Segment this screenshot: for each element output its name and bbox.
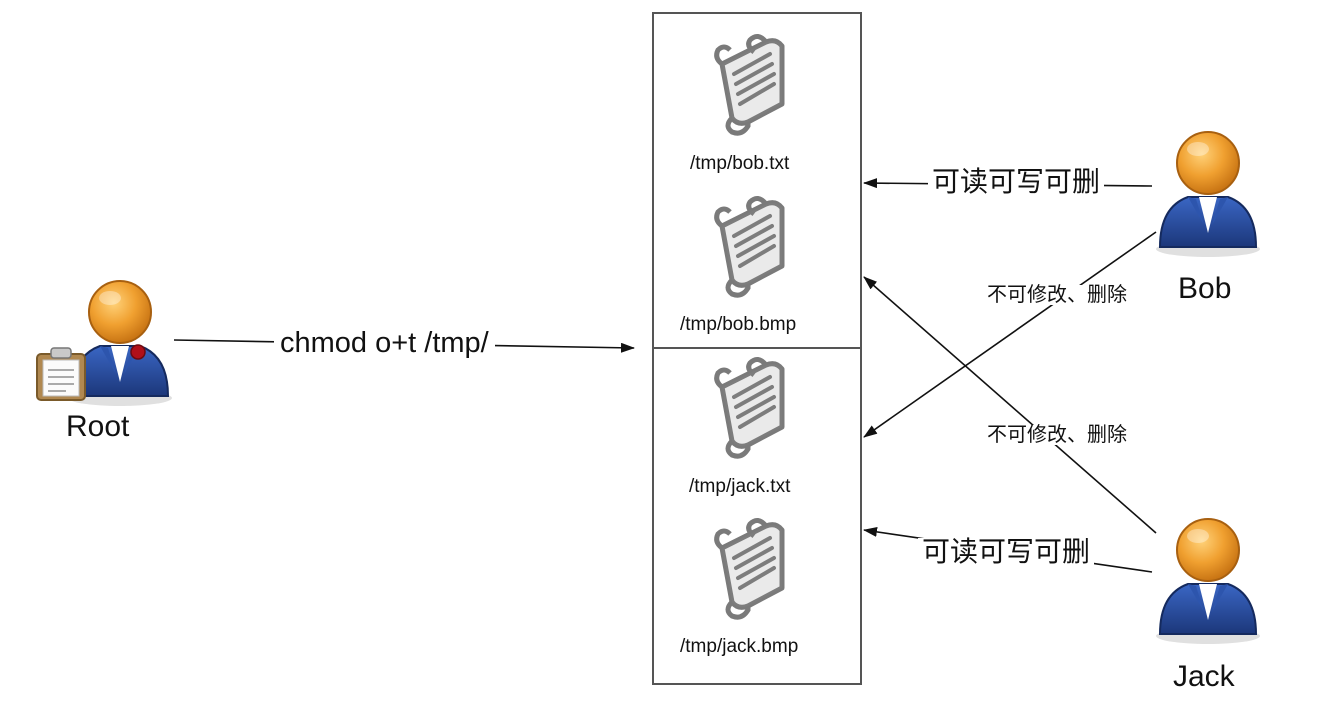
jack-own-permission: 可读可写可删 <box>918 538 1095 566</box>
file-bob-txt: /tmp/bob.txt <box>690 153 790 174</box>
file-bob-bmp: /tmp/bob.bmp <box>680 314 797 335</box>
clipboard-icon <box>36 347 86 401</box>
bob-to-jack-permission: 不可修改、删除 <box>984 285 1130 305</box>
bob-to-jack-arrow <box>863 231 1157 438</box>
bob-own-permission: 可读可写可删 <box>928 168 1105 196</box>
bob-person-icon <box>1155 131 1261 258</box>
jack-label: Jack <box>1173 660 1235 693</box>
bob-label: Bob <box>1178 272 1232 305</box>
root-label: Root <box>66 410 130 443</box>
jack-person-icon <box>1155 518 1261 645</box>
root-person-icon <box>36 280 173 407</box>
file-jack-txt: /tmp/jack.txt <box>689 476 791 497</box>
chmod-command-label: chmod o+t /tmp/ <box>274 329 495 358</box>
jack-to-bob-permission: 不可修改、删除 <box>984 425 1130 445</box>
file-jack-bmp: /tmp/jack.bmp <box>680 636 799 657</box>
jack-to-bob-arrow <box>863 276 1157 534</box>
